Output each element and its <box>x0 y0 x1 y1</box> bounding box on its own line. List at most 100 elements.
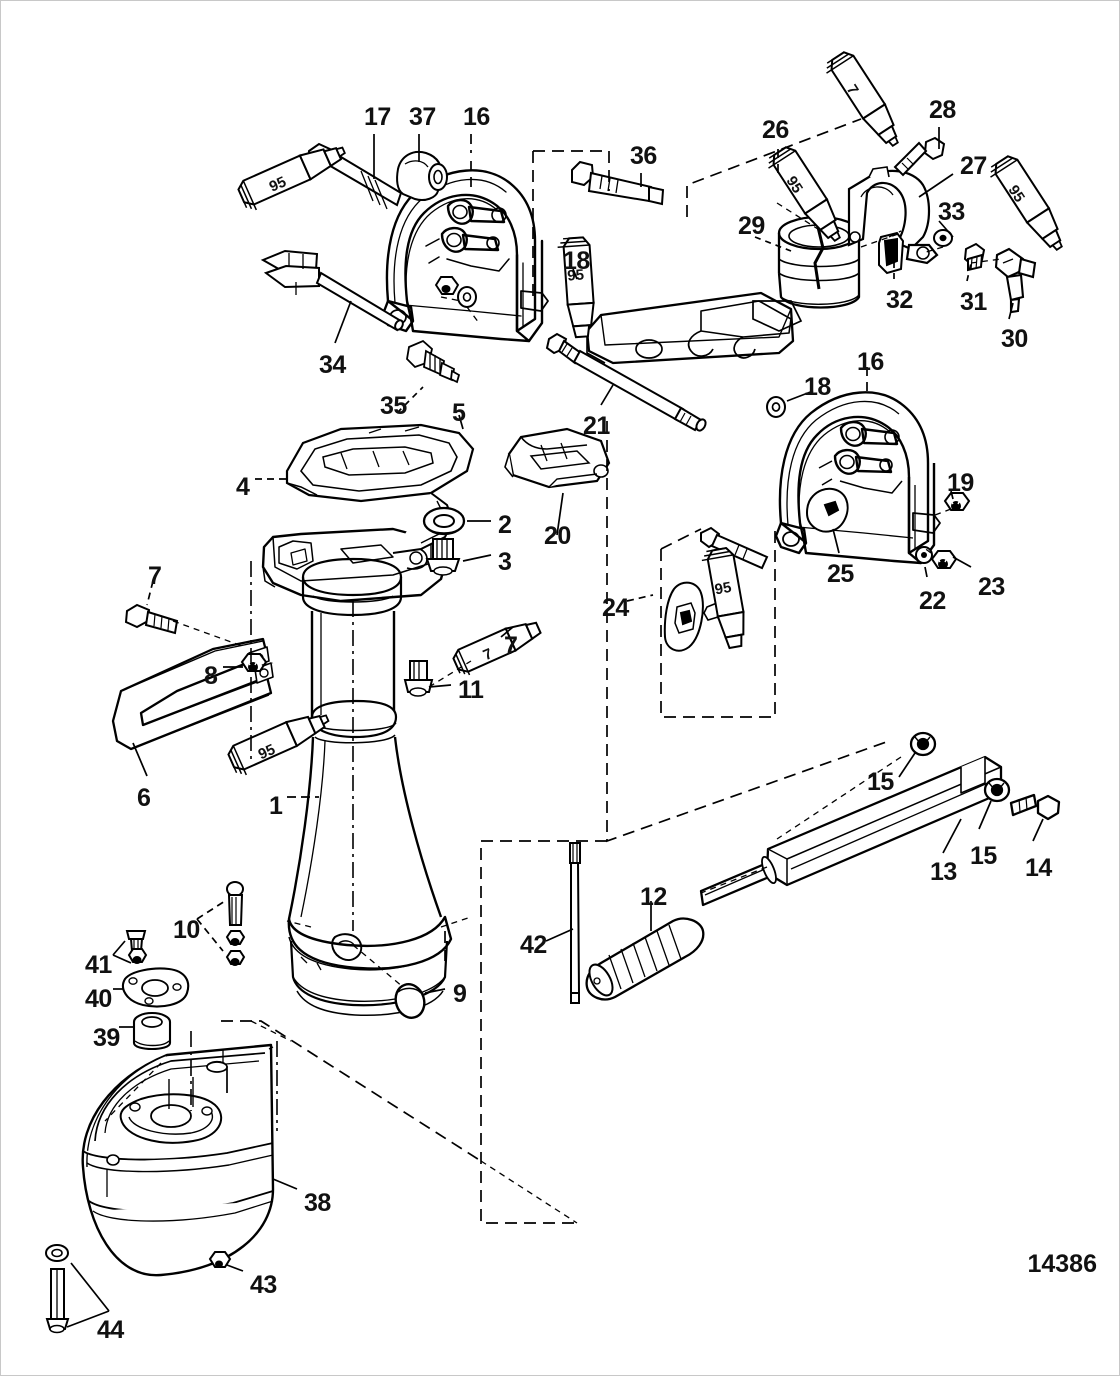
callout-16-left: 16 <box>463 103 490 131</box>
callout-34: 34 <box>319 351 346 379</box>
svg-text:95: 95 <box>267 173 289 195</box>
callout-31: 31 <box>960 288 987 316</box>
part-24-group <box>663 526 769 652</box>
part-29-swivel-tube <box>752 215 861 332</box>
callout-8: 8 <box>204 662 218 690</box>
callout-32: 32 <box>886 286 913 314</box>
callout-2: 2 <box>498 511 512 539</box>
callout-7-b: 7 <box>504 632 518 660</box>
lubricant-tube-95-f: 95 <box>227 714 330 776</box>
part-38-lower-cowl <box>81 1043 275 1277</box>
callout-14: 14 <box>1025 854 1052 882</box>
diagram-sheet-id: 14386 <box>1027 1250 1097 1278</box>
callout-41: 41 <box>85 951 112 979</box>
callout-29: 29 <box>738 212 765 240</box>
part-32-anode <box>878 231 905 275</box>
lubricant-tube-7-b: 7 <box>452 621 542 676</box>
svg-text:95: 95 <box>1005 182 1028 205</box>
callout-40: 40 <box>85 985 112 1013</box>
callout-leader-lines <box>66 127 1044 1328</box>
callout-36: 36 <box>630 142 657 170</box>
part-35-spring <box>406 339 461 384</box>
callout-20: 20 <box>544 522 571 550</box>
callout-24: 24 <box>602 594 629 622</box>
lubricant-tube-95-e: 95 <box>701 546 745 650</box>
assembly-group-outlines <box>221 118 890 1224</box>
callout-39: 39 <box>93 1024 120 1052</box>
part-22-washer <box>915 546 933 564</box>
part-23-nut <box>930 550 958 569</box>
lubricant-tube-95-c: 95 <box>768 146 841 242</box>
part-34-rod <box>260 249 404 332</box>
callout-44: 44 <box>97 1316 124 1344</box>
callout-26: 26 <box>762 116 789 144</box>
callout-16-right: 16 <box>857 348 884 376</box>
callout-15-b: 15 <box>970 842 997 870</box>
callout-10: 10 <box>173 916 200 944</box>
part-25-pad <box>805 487 849 533</box>
callout-13: 13 <box>930 858 957 886</box>
part-9-plug <box>394 983 426 1019</box>
callout-25: 25 <box>827 560 854 588</box>
callout-9: 9 <box>453 980 467 1008</box>
callout-42: 42 <box>520 931 547 959</box>
callout-17: 17 <box>364 103 391 131</box>
clamp-bracket-right-assembly <box>774 391 941 565</box>
callout-6: 6 <box>137 784 151 812</box>
part-42-long-pin <box>569 842 581 1004</box>
driveshaft-housing-upper-arm <box>585 291 795 365</box>
part-18-washer-b <box>766 396 786 418</box>
svg-text:95: 95 <box>713 579 732 599</box>
callout-3: 3 <box>498 548 512 576</box>
lubricant-tube-7-a: 7 <box>826 51 899 147</box>
callout-35: 35 <box>380 392 407 420</box>
part-7-bolt-left <box>124 603 179 635</box>
part-39-bushing <box>132 1011 172 1051</box>
svg-text:95: 95 <box>783 173 806 196</box>
callout-30: 30 <box>1001 325 1028 353</box>
part-3-bolt <box>425 538 461 576</box>
part-21-tilt-rod <box>545 332 707 432</box>
lubricant-tube-95-b: 95 <box>557 236 595 339</box>
callout-38: 38 <box>304 1189 331 1217</box>
lubricant-tube-95-a: 95 <box>237 146 346 211</box>
part-1-driveshaft-housing <box>261 527 453 1016</box>
callout-43: 43 <box>250 1271 277 1299</box>
part-28-bolt <box>893 136 946 177</box>
part-33-washer <box>933 229 953 247</box>
part-30-fitting <box>994 247 1037 314</box>
part-37-bushing <box>396 150 448 201</box>
part-10-screw-set <box>225 881 246 966</box>
callout-18-a: 18 <box>563 247 590 275</box>
callout-1: 1 <box>269 792 283 820</box>
bracket-hardware-left <box>434 276 477 308</box>
callout-4: 4 <box>236 473 250 501</box>
callout-37: 37 <box>409 103 436 131</box>
callout-33: 33 <box>938 198 965 226</box>
callout-18-b: 18 <box>804 373 831 401</box>
fine-reference-lines <box>104 202 1002 1224</box>
part-44-bolt-set <box>45 1244 70 1334</box>
callout-11: 11 <box>458 676 484 704</box>
callout-5: 5 <box>452 399 466 427</box>
callout-19: 19 <box>947 469 974 497</box>
callout-7-a: 7 <box>148 562 162 590</box>
callout-27: 27 <box>960 152 987 180</box>
callout-15-a: 15 <box>867 768 894 796</box>
callout-21: 21 <box>583 412 610 440</box>
lubricant-tube-95-d: 95 <box>990 155 1063 251</box>
part-20-link-bracket <box>504 427 611 489</box>
part-43-nut <box>208 1251 232 1268</box>
part-31-bolt <box>963 242 986 272</box>
part-41-screw-set <box>125 930 148 964</box>
tiller-handle-assembly <box>585 731 1061 1001</box>
callout-28: 28 <box>929 96 956 124</box>
part-36-bolt <box>571 160 665 206</box>
svg-text:95: 95 <box>256 741 278 763</box>
callout-23: 23 <box>978 573 1005 601</box>
part-4-gasket <box>285 423 475 554</box>
callout-22: 22 <box>919 587 946 615</box>
part-40-mount-plate <box>121 967 190 1008</box>
